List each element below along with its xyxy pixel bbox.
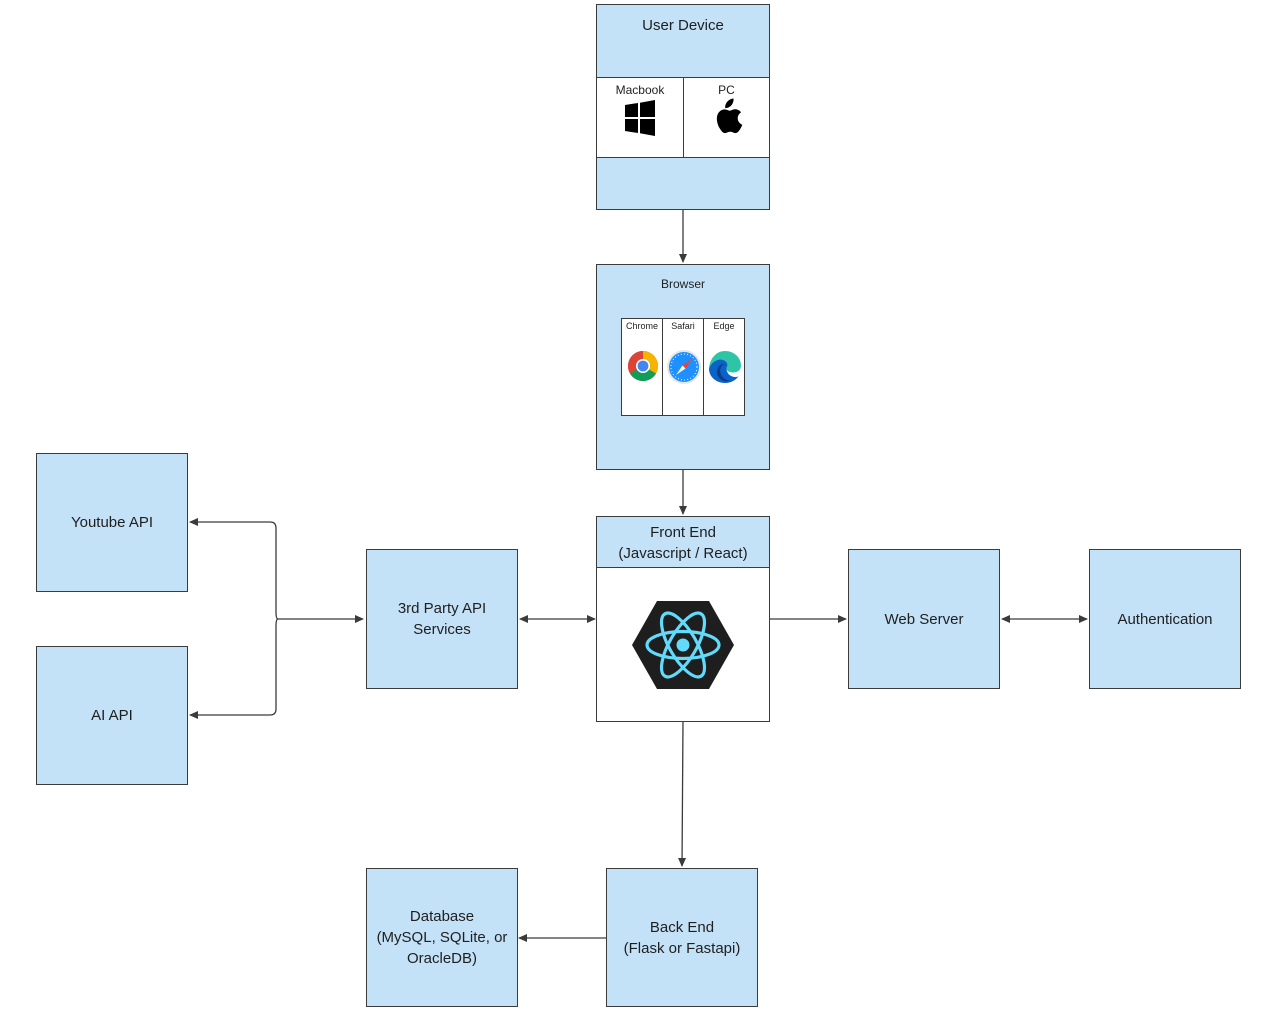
front-end-subtitle: (Javascript / React) (618, 544, 748, 562)
edge-frontend-backend (678, 720, 687, 867)
react-cell[interactable] (596, 567, 770, 722)
database-box[interactable]: Database (MySQL, SQLite, or OracleDB) (366, 868, 518, 1007)
browser-title: Browser (660, 277, 705, 291)
ai-api-box[interactable]: AI API (36, 646, 188, 785)
authentication-label: Authentication (1117, 610, 1213, 628)
youtube-api-box[interactable]: Youtube API (36, 453, 188, 592)
pc-cell[interactable]: PC (683, 77, 770, 158)
pc-label: PC (718, 83, 735, 97)
database-title: Database (409, 908, 475, 925)
back-end-box[interactable]: Back End (Flask or Fastapi) (606, 868, 758, 1007)
ai-api-label: AI API (91, 707, 133, 724)
front-end-title: Front End (650, 523, 716, 541)
edge-cell[interactable]: Edge (703, 318, 745, 416)
edge-icon (709, 351, 741, 383)
web-server-label: Web Server (884, 610, 964, 628)
apple-logo-icon (716, 98, 743, 134)
macbook-cell[interactable]: Macbook (596, 77, 684, 158)
user-device-title: User Device (642, 17, 724, 34)
chrome-label: Chrome (625, 321, 658, 331)
edge-branch-apis (189, 518, 279, 620)
back-end-title: Back End (649, 918, 715, 936)
database-subtitle-2: OracleDB) (406, 950, 477, 967)
third-party-api-box[interactable]: 3rd Party API Services (366, 549, 518, 689)
macbook-label: Macbook (615, 83, 665, 97)
safari-cell[interactable]: Safari (662, 318, 704, 416)
third-party-api-title: 3rd Party API (397, 600, 487, 617)
authentication-box[interactable]: Authentication (1089, 549, 1241, 689)
edge-label: Edge (713, 321, 735, 331)
third-party-api-subtitle: Services (413, 621, 471, 638)
react-logo-icon (632, 601, 734, 689)
chrome-icon (627, 351, 659, 382)
front-end-box[interactable]: Front End (Javascript / React) (596, 516, 770, 569)
back-end-subtitle: (Flask or Fastapi) (623, 939, 741, 957)
safari-icon (667, 350, 701, 384)
database-subtitle-1: (MySQL, SQLite, or (376, 929, 508, 946)
chrome-cell[interactable]: Chrome (621, 318, 663, 416)
safari-label: Safari (671, 321, 695, 331)
web-server-box[interactable]: Web Server (848, 549, 1000, 689)
youtube-api-label: Youtube API (70, 514, 154, 531)
windows-logo-icon (625, 100, 655, 136)
